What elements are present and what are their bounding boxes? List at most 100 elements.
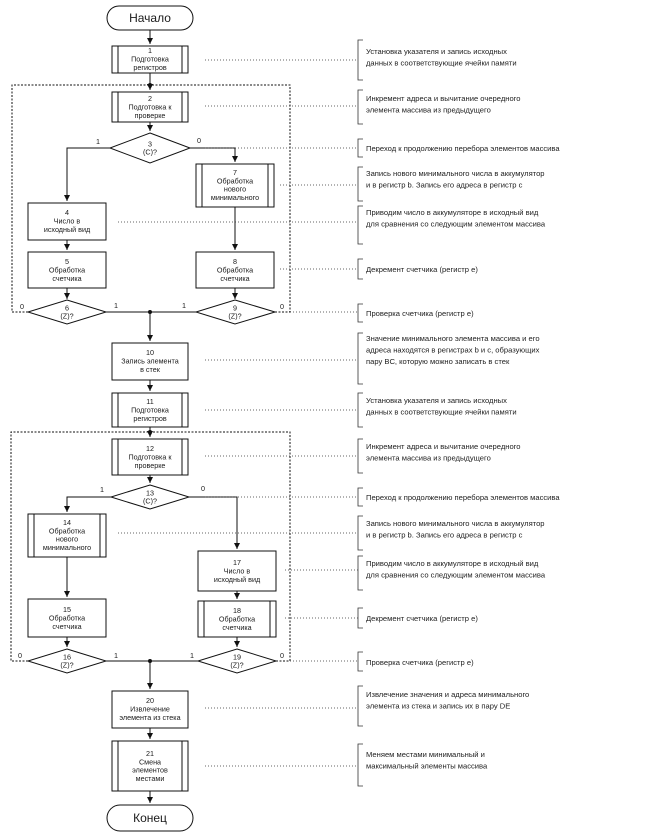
comment-texts: Установка указателя и запись исходных дан… [366, 47, 560, 770]
block-14-label-line: Обработка [49, 526, 85, 535]
block-4-label-line: 4 [65, 208, 69, 217]
block-1 [111, 45, 189, 74]
block-15 [27, 598, 107, 638]
block-19-label-line: (Z)? [230, 661, 243, 670]
block-7-label-line: 7 [233, 168, 237, 177]
block-7-label-line: нового [224, 185, 246, 194]
comment-leaders [118, 39, 363, 787]
block-20-label-line: 20 [146, 696, 154, 705]
block-10-label-line: Запись элемента [121, 357, 178, 366]
block-11 [111, 392, 189, 428]
block-2-label-line: 2 [148, 94, 152, 103]
block-13-label-line: 13 [146, 488, 154, 497]
block-17-label-line: 17 [233, 558, 241, 567]
block-10-label-line: 10 [146, 348, 154, 357]
block-1-label-line: регистров [133, 63, 167, 72]
block-1-label-line: 1 [148, 46, 152, 55]
block-11-label-line: 11 [146, 397, 153, 406]
block-7-label-line: Обработка [217, 176, 253, 185]
block-8-label-line: Обработка [217, 266, 253, 275]
comment-8-line: Значение минимального элемента массива и… [366, 334, 540, 343]
block-2-label-line: Подготовка к [129, 103, 173, 112]
block-21 [111, 740, 189, 792]
comment-8-line: адреса находятся в регистрах b и с, обра… [366, 345, 540, 354]
block-11-label-line: Подготовка [131, 406, 169, 415]
branch-labels: 1 0 0 1 1 0 1 0 0 1 1 0 [18, 136, 284, 660]
block-10-label-line: в стек [140, 365, 161, 374]
branch-3-right: 0 [197, 136, 201, 145]
block-20-label-line: Извлечение [130, 705, 170, 714]
branch-19-right: 0 [280, 651, 284, 660]
block-4-label-line: исходный вид [44, 225, 91, 234]
block-12-label-line: проверке [135, 461, 166, 470]
block-12-label-line: 12 [146, 444, 154, 453]
block-5-label-line: счетчика [52, 274, 81, 283]
comment-5-line: для сравнения со следующим элементом мас… [366, 219, 546, 228]
comment-4-line: и в регистр b. Запись его адреса в регис… [366, 180, 523, 189]
block-13 [109, 484, 191, 510]
block-17 [197, 550, 277, 592]
comment-9-line: данных в соответствующие ячейки памяти [366, 407, 517, 416]
block-3-label-line: (C)? [143, 148, 157, 157]
terminal-start-label: Начало [129, 11, 171, 25]
block-21-label-line: 21 [146, 749, 154, 758]
branch-9-left: 1 [182, 301, 186, 310]
block-18-label-line: счетчика [222, 623, 251, 632]
connector-lines [10, 30, 291, 803]
block-16 [26, 648, 108, 674]
terminal-start: Начало [106, 5, 194, 31]
comment-10-line: Инкремент адреса и вычитание очередного [366, 442, 521, 451]
block-9-label-line: 9 [233, 303, 237, 312]
comment-2-line: Инкремент адреса и вычитание очередного [366, 94, 521, 103]
block-8 [195, 251, 275, 289]
comment-8-line: пару BC, которую можно записать в стек [366, 357, 510, 366]
block-15-label-line: Обработка [49, 614, 85, 623]
block-18-label-line: 18 [233, 606, 241, 615]
comment-6-line: Декремент счетчика (регистр е) [366, 265, 478, 274]
comment-7-line: Проверка счетчика (регистр е) [366, 309, 474, 318]
block-21-label-line: элементов [132, 766, 168, 775]
block-11-label-line: регистров [133, 414, 167, 423]
block-5-label-line: Обработка [49, 266, 85, 275]
comment-16-line: Извлечение значения и адреса минимальног… [366, 690, 529, 699]
block-4 [27, 202, 107, 241]
block-8-label-line: 8 [233, 257, 237, 266]
comment-16-line: элемента из стека и запись их в пару DE [366, 701, 510, 710]
block-20 [111, 690, 189, 729]
block-2 [111, 91, 189, 123]
comment-9-line: Установка указателя и запись исходных [366, 396, 507, 405]
block-6 [26, 299, 108, 325]
comment-10-line: элемента массива из предыдущего [366, 453, 491, 462]
block-12 [111, 438, 189, 476]
block-20-label-line: элемента из стека [119, 713, 180, 722]
comment-3-line: Переход к продолжению перебора элементов… [366, 144, 560, 153]
comment-14-line: Декремент счетчика (регистр е) [366, 614, 478, 623]
block-7-label-line: минимального [211, 193, 259, 202]
block-3-label-line: 3 [148, 139, 152, 148]
block-6-label-line: 6 [65, 303, 69, 312]
block-12-label-line: Подготовка к [129, 453, 173, 462]
block-16-label-line: (Z)? [60, 661, 73, 670]
terminal-end-label: Конец [133, 811, 167, 825]
comment-13-line: для сравнения со следующим элементом мас… [366, 570, 546, 579]
branch-16-right: 1 [114, 651, 118, 660]
comment-2-line: элемента массива из предыдущего [366, 105, 491, 114]
comment-17-line: максимальный элементы массива [366, 761, 488, 770]
block-5 [27, 251, 107, 289]
branch-19-left: 1 [190, 651, 194, 660]
comment-4-line: Запись нового минимального числа в аккум… [366, 169, 545, 178]
branch-13-left: 1 [100, 485, 104, 494]
branch-13-right: 0 [201, 484, 205, 493]
block-17-label-line: исходный вид [214, 575, 261, 584]
block-1-label-line: Подготовка [131, 55, 169, 64]
terminal-end: Конец [106, 804, 194, 832]
block-19 [196, 648, 278, 674]
comment-11-line: Переход к продолжению перебора элементов… [366, 493, 560, 502]
block-7 [195, 163, 275, 208]
block-8-label-line: счетчика [220, 274, 249, 283]
block-6-label-line: (Z)? [60, 312, 73, 321]
comment-12-line: и в регистр b. Запись его адреса в регис… [366, 530, 523, 539]
branch-9-right: 0 [280, 302, 284, 311]
